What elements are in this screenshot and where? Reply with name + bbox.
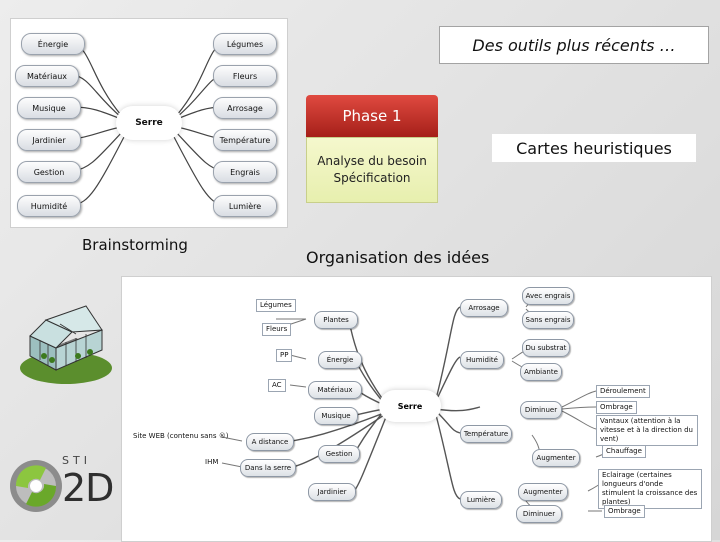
mind-map-node: Augmenter xyxy=(532,449,580,467)
mind-map-node: Diminuer xyxy=(516,505,562,523)
caption-brainstorming: Brainstorming xyxy=(82,236,188,254)
mind-map-node: Dans la serre xyxy=(240,459,296,477)
brainstorm-node: Énergie xyxy=(21,33,85,55)
mind-map-node: Humidité xyxy=(460,351,504,369)
brainstorm-node: Lumière xyxy=(213,195,277,217)
mind-map-node: Arrosage xyxy=(460,299,508,317)
brainstorm-node: Fleurs xyxy=(213,65,277,87)
brainstorm-node: Température xyxy=(213,129,277,151)
brainstorm-node: Gestion xyxy=(17,161,81,183)
mind-map-leaf: Eclairage (certaines longueurs d'onde st… xyxy=(598,469,702,509)
mind-map-node: Lumière xyxy=(460,491,502,509)
brainstorm-node: Légumes xyxy=(213,33,277,55)
greenhouse-icon xyxy=(16,296,116,388)
mind-map-leaf: Site WEB (contenu sans ®) xyxy=(130,431,231,442)
mind-map-leaf: Légumes xyxy=(256,299,296,312)
mind-map-leaf: Déroulement xyxy=(596,385,650,398)
mind-map-leaf: IHM xyxy=(202,457,221,468)
mind-map-leaf: PP xyxy=(276,349,292,362)
brainstorm-node: Jardinier xyxy=(17,129,81,151)
caption-organisation: Organisation des idées xyxy=(306,248,489,267)
logo-text-2d: 2D xyxy=(62,466,113,510)
mind-map-node: Plantes xyxy=(314,311,358,329)
mind-map-node: Température xyxy=(460,425,512,443)
brainstorm-node: Humidité xyxy=(17,195,81,217)
mind-map-node: Gestion xyxy=(318,445,360,463)
mind-map-image: Serre Plantes Énergie Matériaux Musique … xyxy=(121,276,712,542)
mind-map-node: Matériaux xyxy=(308,381,362,399)
brainstorm-map-image: Serre Énergie Matériaux Musique Jardinie… xyxy=(10,18,288,228)
mind-map-leaf: Du substrat xyxy=(522,339,570,357)
phase-line-1: Analyse du besoin xyxy=(317,153,427,170)
mind-map-leaf: Chauffage xyxy=(602,445,646,458)
phase-header: Phase 1 xyxy=(306,95,438,137)
mind-map-node: Énergie xyxy=(318,351,362,369)
phase-line-2: Spécification xyxy=(333,170,410,187)
mind-map-node: Ambiante xyxy=(520,363,562,381)
mind-map-node: Diminuer xyxy=(520,401,562,419)
mind-map-node: Musique xyxy=(314,407,358,425)
mind-map-node: Jardinier xyxy=(308,483,356,501)
slide-title: Des outils plus récents … xyxy=(439,26,709,64)
mind-map-leaf: Fleurs xyxy=(262,323,291,336)
brainstorm-node: Musique xyxy=(17,97,81,119)
mind-map-leaf: Ombrage xyxy=(604,505,645,518)
mind-map-leaf: Sans engrais xyxy=(522,311,574,329)
mind-map-center: Serre xyxy=(382,393,438,419)
brainstorm-center: Serre xyxy=(119,109,179,137)
mind-map-leaf: Vantaux (attention à la vitesse et à la … xyxy=(596,415,698,446)
mind-map-leaf: AC xyxy=(268,379,286,392)
mind-map-leaf: Ombrage xyxy=(596,401,637,414)
mind-map-node: Augmenter xyxy=(518,483,568,501)
mind-map-node: A distance xyxy=(246,433,294,451)
brainstorm-node: Engrais xyxy=(213,161,277,183)
brainstorm-node: Arrosage xyxy=(213,97,277,119)
caption-cartes-heuristiques: Cartes heuristiques xyxy=(492,134,696,162)
mind-map-leaf: Avec engrais xyxy=(522,287,574,305)
phase-body: Analyse du besoin Spécification xyxy=(306,137,438,203)
brainstorm-node: Matériaux xyxy=(15,65,79,87)
